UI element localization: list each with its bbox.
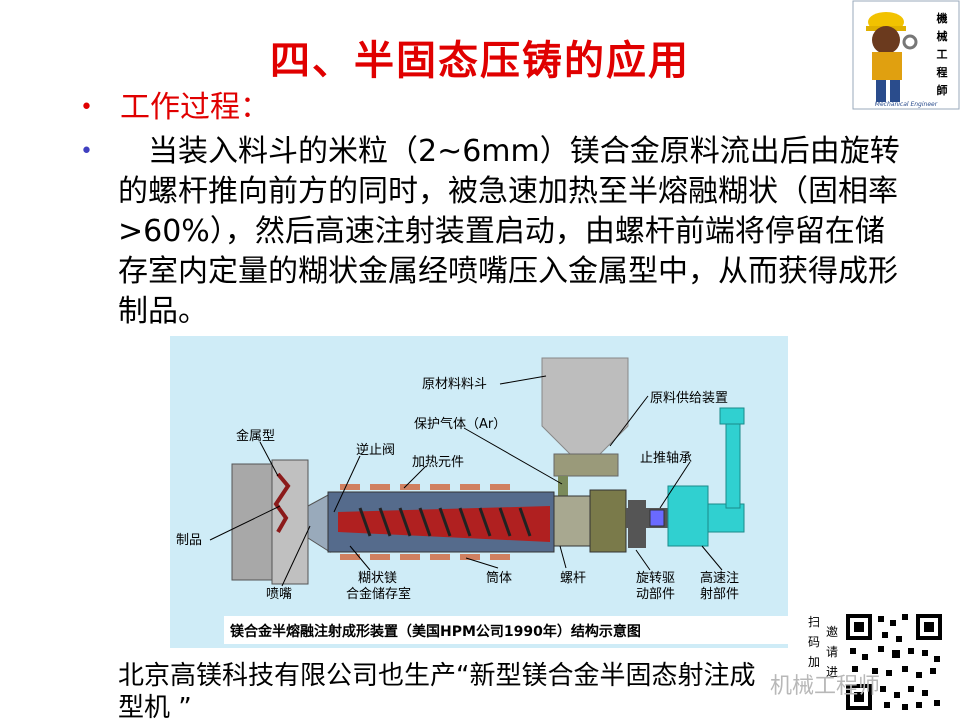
- logo-char-3: 工: [937, 48, 948, 61]
- label-rotation-line1: 旋转驱: [636, 571, 675, 586]
- label-barrel: 筒体: [486, 570, 512, 586]
- qr-code-image[interactable]: [842, 610, 946, 714]
- description-paragraph: 当装入料斗的米粒（2~6mm）镁合金原料流出后由旋转的螺杆推向前方的同时，被急速…: [118, 134, 900, 329]
- qr-hint-text: 扫 码 加 邀 请 进: [808, 615, 838, 679]
- qr-hint-char: 加: [808, 655, 820, 669]
- label-heater: 加热元件: [412, 455, 464, 470]
- qr-hint-char: 邀: [826, 624, 838, 639]
- qr-hint-char: 进: [826, 665, 838, 679]
- label-nozzle: 喷嘴: [266, 587, 292, 602]
- label-screw: 螺杆: [560, 571, 586, 586]
- mechanical-engineer-logo: 機 械 工 程 師 Mechanical Engineer: [852, 0, 960, 110]
- label-raw-hopper: 原材料料斗: [422, 377, 487, 392]
- label-rotation-line2: 动部件: [636, 587, 675, 602]
- bullet-marker: •: [80, 95, 93, 120]
- label-shield-gas: 保护气体（Ar）: [414, 416, 506, 432]
- qr-hint-char: 请: [826, 645, 838, 659]
- logo-char-1: 機: [937, 11, 948, 25]
- bullet-heading: 工作过程：: [120, 90, 270, 125]
- logo-char-4: 程: [937, 65, 948, 79]
- logo-char-5: 師: [937, 83, 948, 97]
- label-supply-device: 原料供给装置: [650, 391, 728, 406]
- injection-machine-diagram: 原材料料斗 原料供给装置 保护气体（Ar） 止推轴承 金属型 逆止阀 加热元件 …: [170, 336, 788, 648]
- qr-hint-char: 码: [808, 635, 820, 649]
- label-thrust-bearing: 止推轴承: [640, 451, 692, 466]
- page-title: 四、半固态压铸的应用: [270, 38, 690, 84]
- qr-hint-char: 扫: [808, 615, 820, 629]
- label-injection-line2: 射部件: [700, 586, 739, 602]
- label-check-valve: 逆止阀: [356, 442, 395, 458]
- label-product: 制品: [176, 533, 202, 548]
- label-mold: 金属型: [236, 428, 275, 444]
- watermark: 机械工程师: [770, 674, 881, 699]
- label-storage-line1: 糊状镁: [358, 570, 397, 586]
- label-injection-line1: 高速注: [700, 570, 739, 586]
- logo-english: Mechanical Engineer: [875, 101, 938, 108]
- label-storage-line2: 合金储存室: [346, 586, 411, 602]
- footer-text: 北京高镁科技有限公司也生产“新型镁合金半固态射注成型机 ”: [118, 661, 756, 723]
- bullet-marker: •: [80, 139, 93, 164]
- figure-caption: 镁合金半熔融注射成形装置（美国HPM公司1990年）结构示意图: [230, 623, 641, 640]
- logo-char-2: 械: [937, 29, 948, 43]
